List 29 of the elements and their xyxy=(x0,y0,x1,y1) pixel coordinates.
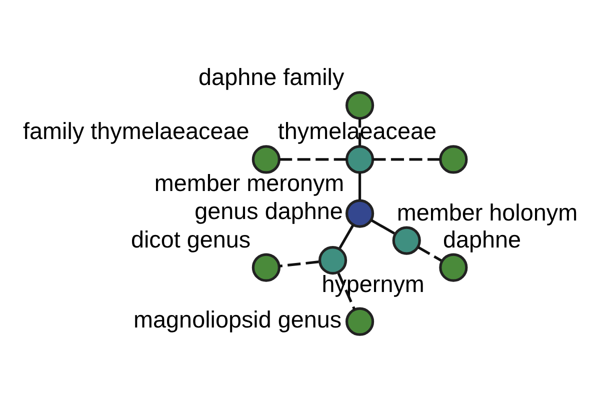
connector xyxy=(337,272,356,310)
connector xyxy=(418,246,442,262)
node-label: magnoliopsid genus xyxy=(134,306,342,332)
node-circle xyxy=(252,144,280,174)
node-circle xyxy=(439,252,468,282)
node-circle xyxy=(346,198,374,228)
connector xyxy=(338,224,354,248)
node-label: genus daphne xyxy=(194,198,343,224)
node-label: family thymelaeaceae xyxy=(23,118,250,144)
connector xyxy=(370,218,395,234)
node-circle xyxy=(346,90,374,120)
connector xyxy=(279,260,319,267)
node-label: daphne xyxy=(442,226,522,252)
node-circle xyxy=(392,226,421,254)
node-label: hypernym xyxy=(322,270,424,297)
node-circle xyxy=(318,246,348,274)
node-label: member meronym xyxy=(154,170,344,196)
connector xyxy=(372,158,440,160)
connector xyxy=(280,158,347,160)
node-label: dicot genus xyxy=(130,226,251,252)
node-circle xyxy=(346,306,374,336)
node-label: thymelaeaceae xyxy=(278,118,437,144)
connector xyxy=(358,172,362,200)
node-circle xyxy=(346,144,374,174)
node-label: member holonym xyxy=(396,198,578,225)
node-circle xyxy=(252,252,280,282)
connector xyxy=(358,118,362,146)
node-circle xyxy=(439,144,468,174)
node-label: daphne family xyxy=(198,64,344,90)
